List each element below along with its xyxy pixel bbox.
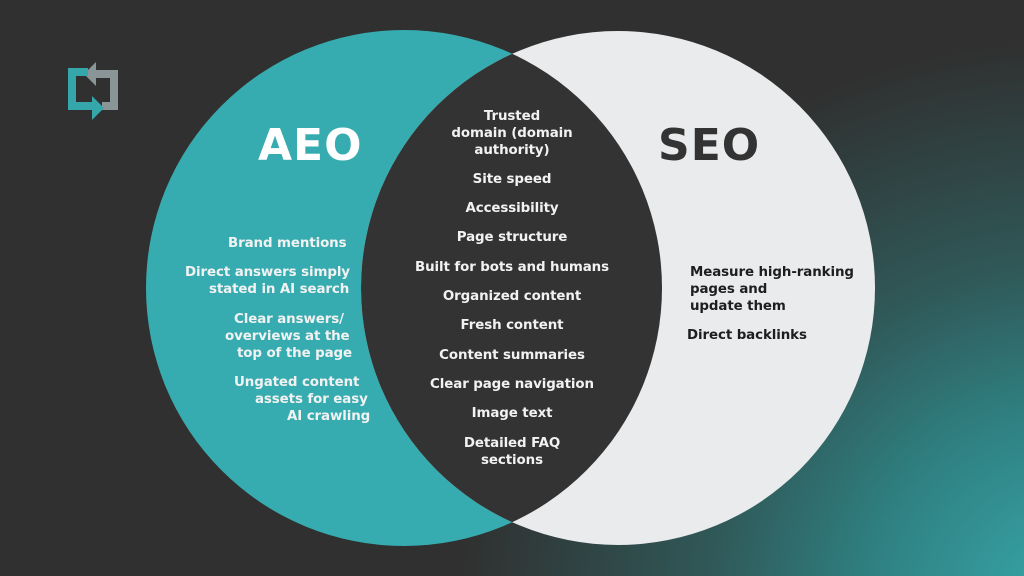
overlap-item-page-structure: Page structure bbox=[456, 230, 568, 245]
overlap-item-faq-line1: Detailed FAQ bbox=[463, 436, 561, 451]
aeo-item-direct-answers-line2: stated in AI search bbox=[209, 282, 350, 297]
aeo-item-ungated-line3: AI crawling bbox=[287, 409, 371, 424]
overlap-item-built-for-bots: Built for bots and humans bbox=[415, 260, 609, 275]
overlap-item-accessibility: Accessibility bbox=[465, 201, 559, 216]
aeo-item-clear-answers-line3: top of the page bbox=[237, 346, 353, 361]
aeo-item-direct-answers-line1: Direct answers simply bbox=[185, 265, 350, 280]
overlap-item-organized-content: Organized content bbox=[442, 289, 582, 304]
overlap-item-image-text: Image text bbox=[471, 406, 553, 421]
overlap-item-faq-line2: sections bbox=[481, 453, 543, 468]
overlap-item-trusted-line1: Trusted bbox=[483, 109, 541, 124]
seo-title: SEO bbox=[658, 120, 761, 171]
seo-item-measure-line1: Measure high-ranking bbox=[690, 265, 854, 280]
seo-item-measure-line2: pages and bbox=[690, 282, 768, 297]
aeo-title: AEO bbox=[258, 120, 363, 171]
overlap-item-trusted-line3: authority) bbox=[474, 143, 550, 158]
seo-item-direct-backlinks: Direct backlinks bbox=[687, 328, 807, 343]
overlap-item-fresh-content: Fresh content bbox=[460, 318, 564, 333]
aeo-item-ungated-line1: Ungated content bbox=[234, 375, 360, 390]
refresh-arrows-logo-icon bbox=[68, 62, 118, 120]
overlap-item-clear-navigation: Clear page navigation bbox=[430, 377, 594, 392]
aeo-item-brand-mentions: Brand mentions bbox=[228, 236, 347, 251]
overlap-region bbox=[361, 31, 662, 545]
aeo-item-clear-answers-line1: Clear answers/ bbox=[234, 312, 344, 327]
overlap-item-content-summaries: Content summaries bbox=[439, 348, 585, 363]
aeo-item-clear-answers-line2: overviews at the bbox=[225, 329, 350, 344]
overlap-item-site-speed: Site speed bbox=[472, 172, 552, 187]
aeo-item-ungated-line2: assets for easy bbox=[255, 392, 368, 407]
seo-item-measure-line3: update them bbox=[690, 299, 786, 314]
overlap-item-trusted-line2: domain (domain bbox=[451, 126, 573, 141]
